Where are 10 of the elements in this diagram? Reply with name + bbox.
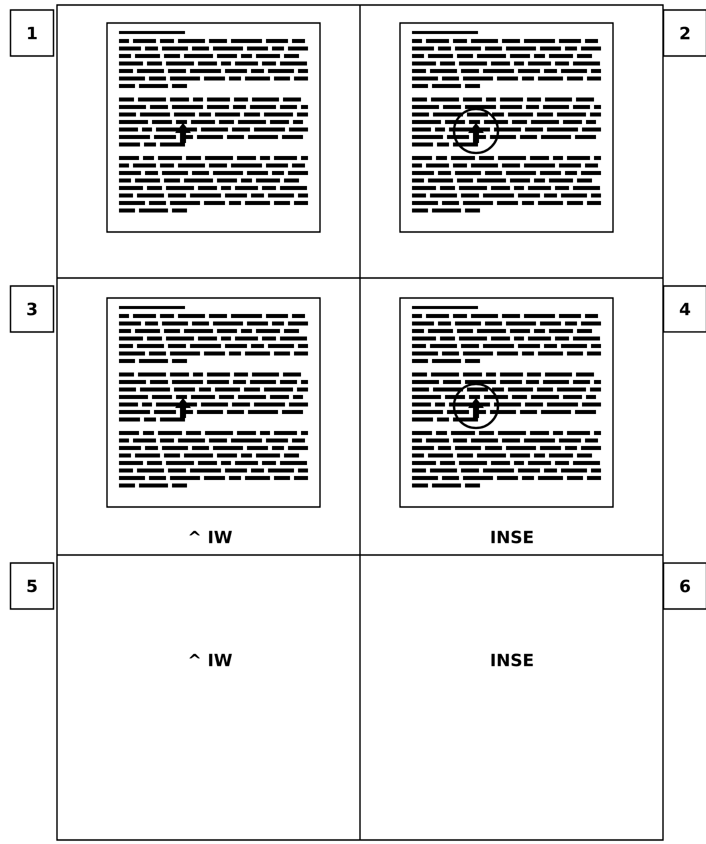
number-box: 4 bbox=[662, 285, 706, 333]
number-box: 3 bbox=[10, 285, 54, 333]
insert-label: ^ IW bbox=[189, 530, 232, 544]
insert-label: INSE bbox=[492, 654, 533, 666]
number-box: 1 bbox=[10, 9, 54, 57]
number-box: 2 bbox=[662, 9, 706, 57]
number-box: 6 bbox=[662, 562, 706, 610]
number-box: 5 bbox=[10, 562, 54, 610]
insert-label: INSE bbox=[492, 530, 533, 544]
insert-label: ^ IW bbox=[189, 654, 232, 666]
